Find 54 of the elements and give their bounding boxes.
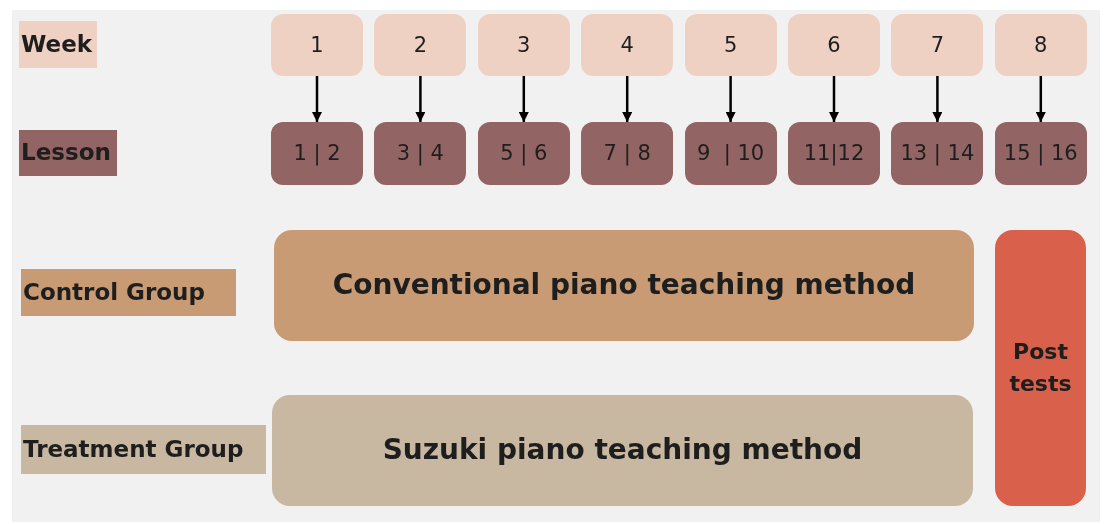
node-text: 1 | 2 — [293, 140, 341, 168]
node-text: 5 | 6 — [500, 140, 548, 168]
week-box — [477, 14, 570, 76]
week-box — [891, 14, 984, 76]
node-text: Suzuki piano teaching method — [382, 432, 863, 469]
arrow — [622, 76, 633, 122]
node-text: 4 — [620, 31, 634, 59]
row-label — [21, 425, 266, 474]
node-text: 8 — [1034, 31, 1048, 59]
row-label — [21, 269, 236, 316]
node-text: 2 — [413, 31, 428, 59]
arrow — [415, 76, 426, 122]
node-text: Treatment Group — [23, 434, 244, 464]
lesson-box — [891, 122, 984, 185]
arrow — [518, 76, 529, 122]
node-text: 7 — [930, 31, 945, 59]
node-text: 13 | 14 — [900, 140, 975, 168]
lesson-box — [374, 122, 467, 185]
method-box — [272, 395, 973, 506]
week-box — [788, 14, 880, 76]
lesson-box — [788, 122, 880, 185]
lesson-box — [477, 122, 570, 185]
node-text: 5 — [723, 31, 738, 59]
post-tests-box — [995, 230, 1086, 506]
method-box — [274, 230, 974, 341]
lesson-box — [581, 122, 674, 185]
week-box — [994, 14, 1087, 76]
week-box — [374, 14, 467, 76]
node-text: 9 | 10 — [697, 140, 765, 168]
node-text: 6 — [827, 31, 841, 59]
node-text: 15 | 16 — [1003, 140, 1078, 168]
node-text: 7 | 8 — [603, 140, 651, 168]
node-text: Control Group — [23, 277, 205, 307]
arrow — [725, 76, 736, 122]
arrow — [1035, 76, 1046, 122]
row-label — [19, 21, 97, 68]
node-text: Conventional piano teaching method — [332, 267, 916, 304]
node-text: Week — [21, 29, 93, 59]
arrow — [829, 76, 839, 122]
node-text: 3 — [517, 31, 531, 59]
node-text: Post tests — [1008, 338, 1073, 398]
lesson-box — [994, 122, 1087, 185]
lesson-box — [684, 122, 777, 185]
node-text: 11|12 — [803, 140, 865, 168]
week-box — [581, 14, 674, 76]
node-text: 3 | 4 — [396, 140, 444, 168]
week-box — [271, 14, 363, 76]
node-text: Lesson — [21, 138, 111, 168]
node-text: 1 — [310, 31, 324, 59]
arrow — [932, 76, 943, 122]
lesson-box — [271, 122, 363, 185]
week-box — [684, 14, 777, 76]
arrow — [312, 76, 322, 122]
row-label — [19, 130, 117, 176]
